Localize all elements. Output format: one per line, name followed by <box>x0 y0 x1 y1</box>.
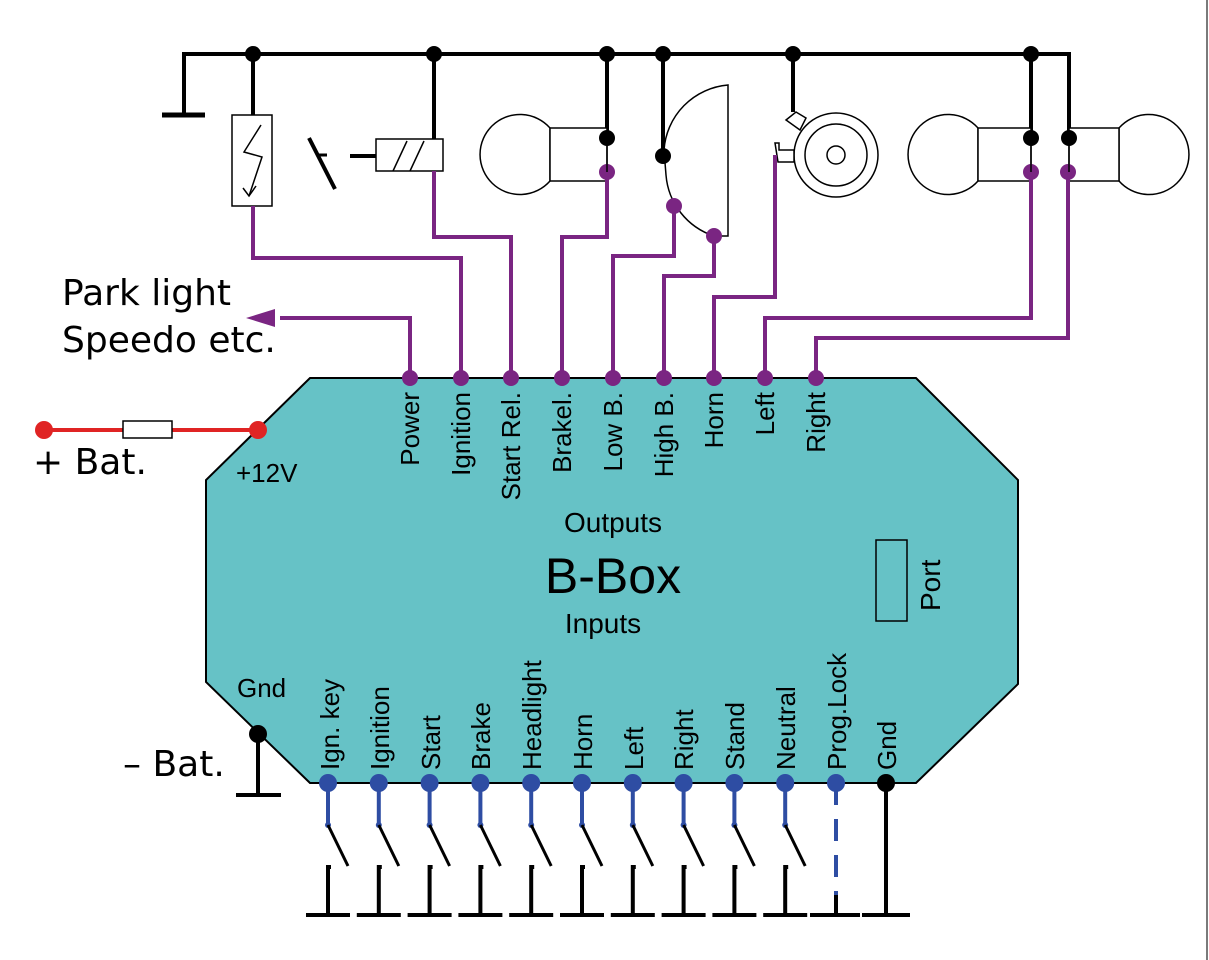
programming-port[interactable] <box>875 539 908 622</box>
output-pins <box>402 370 824 386</box>
input-switch-right[interactable] <box>661 774 706 917</box>
wire-right <box>814 172 1070 378</box>
wire-power <box>280 316 412 378</box>
input-label-neutral: Neutral <box>771 686 801 770</box>
input-label-left: Left <box>619 726 649 770</box>
input-label-prog-lock: Prog.Lock <box>822 652 852 770</box>
input-switch-brake[interactable] <box>458 774 503 917</box>
output-label-low-beam: Low B. <box>598 392 628 472</box>
output-label-ignition: Ignition <box>446 392 476 476</box>
input-switch-horn[interactable] <box>560 774 604 917</box>
output-label-power: Power <box>395 392 425 466</box>
wire-low-beam <box>611 206 676 378</box>
kill-switch-icon <box>307 137 376 190</box>
output-label-left: Left <box>750 391 780 435</box>
input-switches <box>306 774 808 917</box>
input-switch-stand[interactable] <box>712 774 757 917</box>
horn-icon <box>774 111 879 198</box>
input-label-headlight: Headlight <box>517 659 547 770</box>
plus-battery-label: + Bat. <box>33 442 147 483</box>
port-label: Port <box>915 559 946 611</box>
park-light-label: Park light <box>62 273 231 314</box>
minus-battery-label: – Bat. <box>123 744 225 785</box>
output-label-start-relay: Start Rel. <box>496 392 526 500</box>
input-switch-start[interactable] <box>407 774 452 917</box>
supply-label: +12V <box>236 458 298 488</box>
input-switch-headlight[interactable] <box>509 774 554 917</box>
wire-brake-light <box>560 172 609 378</box>
input-label-brake: Brake <box>466 702 496 770</box>
input-switch-ign-key[interactable] <box>306 774 350 917</box>
input-label-start: Start <box>416 714 446 770</box>
ground-bus <box>162 52 1071 156</box>
brake-lamp-icon <box>479 113 608 196</box>
wire-horn <box>712 155 777 378</box>
wire-left <box>763 172 1033 378</box>
wire-ignition <box>251 206 463 378</box>
starter-relay-icon <box>375 138 444 172</box>
output-label-horn: Horn <box>699 392 729 448</box>
input-label-right: Right <box>669 709 699 770</box>
output-labels: Power Ignition Start Rel. Brakel. Low B.… <box>395 391 831 500</box>
ignition-coil-icon <box>231 114 273 207</box>
input-switch-neutral[interactable] <box>763 774 808 917</box>
output-label-right: Right <box>801 391 831 452</box>
input-label-ign-key: Ign. key <box>315 679 345 770</box>
outputs-heading: Outputs <box>564 507 662 538</box>
wire-start-relay <box>432 171 513 378</box>
output-wires <box>251 155 1070 378</box>
inputs-heading: Inputs <box>565 608 641 639</box>
input-label-ignition: Ignition <box>365 686 395 770</box>
b-box-title: B-Box <box>545 548 681 604</box>
input-label-stand: Stand <box>720 702 750 770</box>
input-switch-left[interactable] <box>610 774 655 917</box>
window-edge <box>1206 0 1208 960</box>
arrow-icon <box>246 309 275 327</box>
input-labels: Ign. key Ignition Start Brake Headlight … <box>315 652 902 770</box>
speedo-label: Speedo etc. <box>62 320 276 361</box>
input-switch-ignition[interactable] <box>356 774 401 917</box>
wire-high-beam <box>662 236 716 378</box>
output-label-high-beam: High B. <box>649 392 679 477</box>
b-box-body <box>205 377 1019 784</box>
input-label-horn: Horn <box>568 714 598 770</box>
gnd-pin-ground <box>862 774 910 917</box>
fuse-icon <box>122 420 173 439</box>
battery-plus-wire <box>35 420 267 439</box>
left-indicator-icon <box>907 113 1032 196</box>
right-indicator-icon <box>1068 113 1190 196</box>
component-thin-leads <box>606 138 1070 172</box>
output-label-brake-light: Brakel. <box>547 392 577 473</box>
battery-minus-ground <box>236 725 281 797</box>
input-label-gnd: Gnd <box>872 721 902 770</box>
headlight-ground-node <box>655 148 671 164</box>
bus-junctions <box>245 46 1039 62</box>
gnd-label: Gnd <box>237 673 286 703</box>
prog-lock-jumper[interactable] <box>810 774 860 917</box>
